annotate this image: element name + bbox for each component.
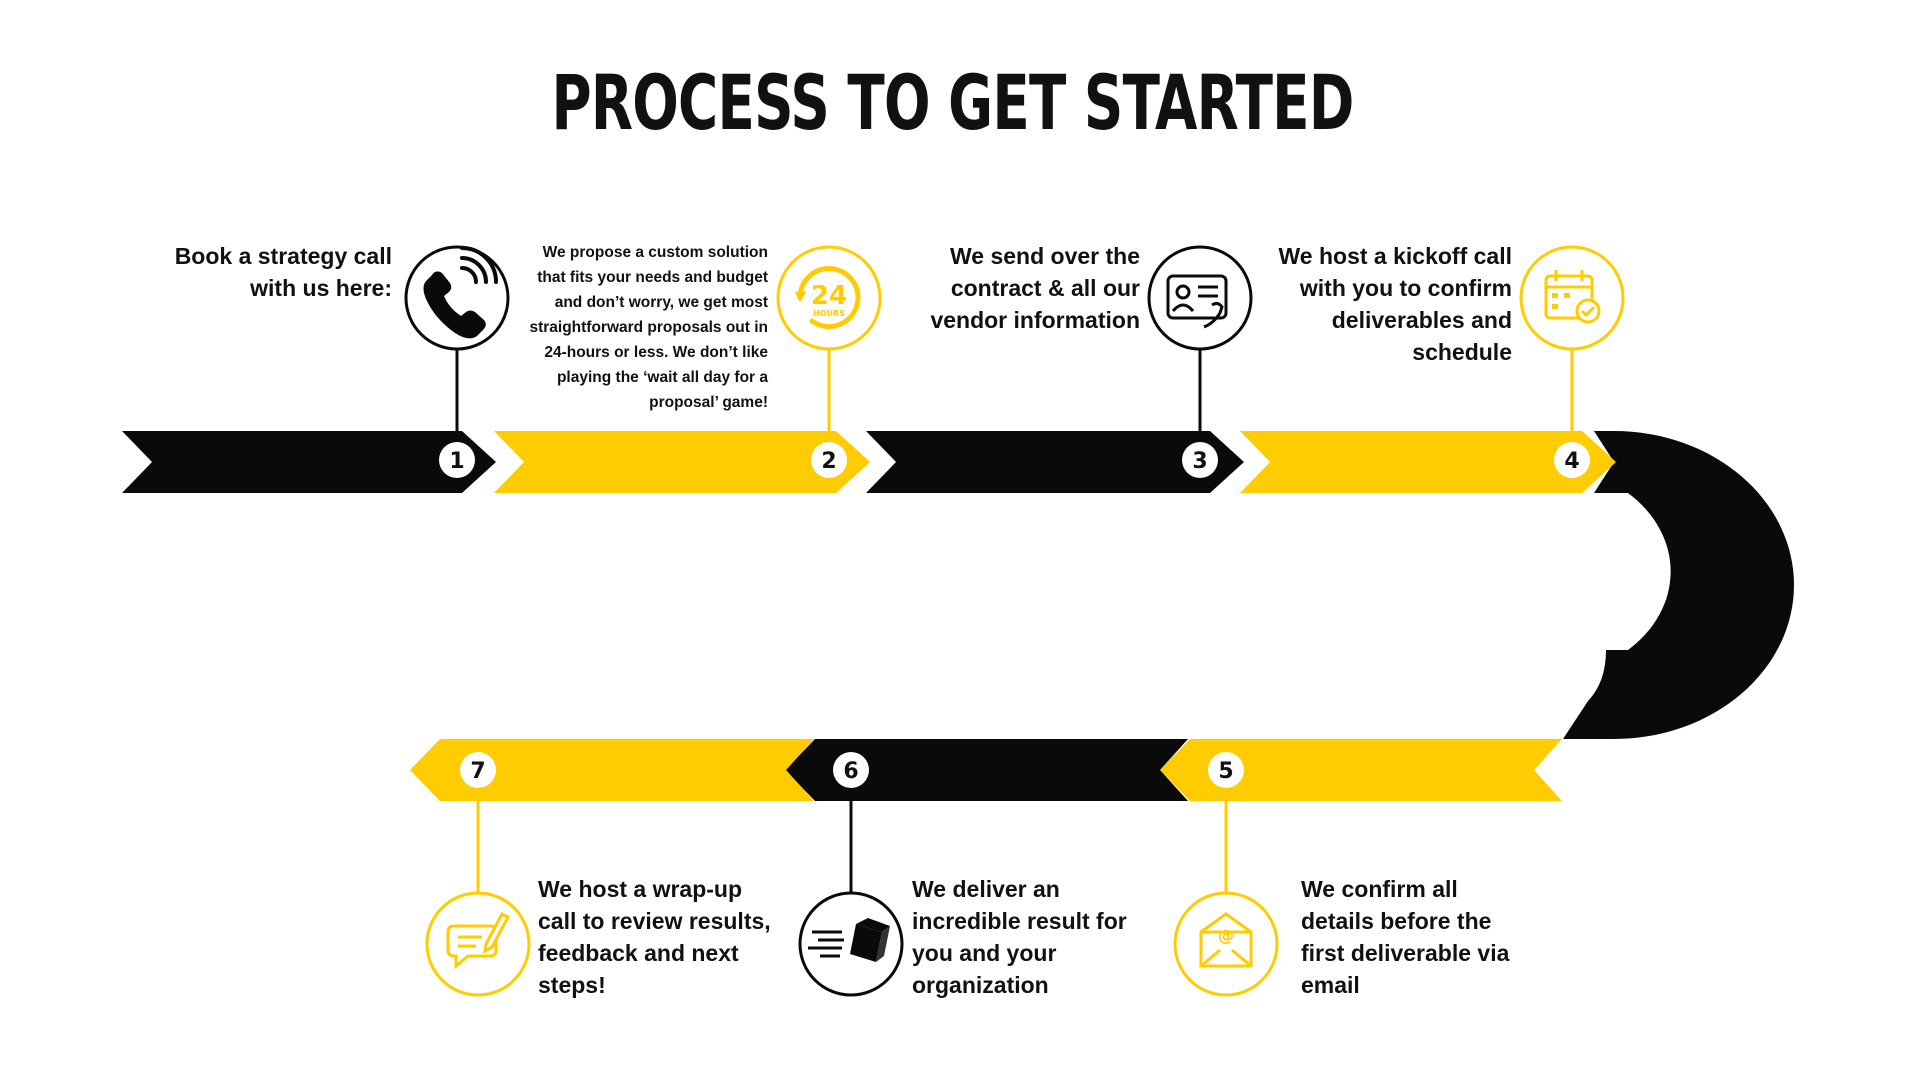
svg-text:4: 4	[1564, 449, 1579, 474]
arrow-step-4	[1240, 431, 1616, 493]
svg-text:2: 2	[821, 449, 836, 474]
arrow-step-2	[494, 431, 870, 493]
arrow-step-7	[410, 739, 814, 801]
calendar-check-icon	[1519, 245, 1625, 351]
contract-card-icon	[1147, 245, 1253, 351]
step-4-text: We host a kickoff call with you to confi…	[1278, 243, 1512, 365]
24-hours-icon: 24 HOURS	[776, 245, 882, 351]
step-number-4: 4	[1554, 442, 1590, 478]
svg-text:5: 5	[1218, 759, 1233, 784]
step-number-1: 1	[439, 442, 475, 478]
email-envelope-icon: @	[1173, 891, 1279, 997]
step-number-3: 3	[1182, 442, 1218, 478]
step-number-7: 7	[460, 752, 496, 788]
phone-icon	[404, 245, 510, 351]
svg-text:7: 7	[470, 759, 485, 784]
svg-text:3: 3	[1192, 449, 1207, 474]
svg-text:HOURS: HOURS	[813, 309, 845, 318]
step-number-5: 5	[1208, 752, 1244, 788]
u-turn-connector	[1563, 431, 1794, 739]
page-title: PROCESS TO GET STARTED	[551, 58, 1354, 147]
step-number-6: 6	[833, 752, 869, 788]
step-1-text: Book a strategy call with us here:	[174, 243, 392, 301]
arrow-step-1	[122, 431, 496, 493]
arrow-step-3	[866, 431, 1244, 493]
step-7-text: We host a wrap-up call to review results…	[538, 876, 771, 998]
svg-text:@: @	[1218, 926, 1234, 945]
arrow-step-5	[1160, 739, 1562, 801]
fast-delivery-box-icon	[798, 891, 904, 997]
chat-pencil-icon	[425, 891, 531, 997]
step-5-text: We confirm all details before the first …	[1301, 876, 1510, 998]
arrow-step-6	[785, 739, 1188, 801]
svg-text:1: 1	[449, 449, 464, 474]
svg-text:24: 24	[811, 281, 847, 311]
step-6-text: We deliver an incredible result for you …	[912, 876, 1127, 998]
step-2-text: We propose a custom solution that fits y…	[529, 244, 768, 411]
svg-text:6: 6	[843, 759, 858, 784]
step-number-2: 2	[811, 442, 847, 478]
step-3-text: We send over the contract & all our vend…	[930, 243, 1140, 333]
